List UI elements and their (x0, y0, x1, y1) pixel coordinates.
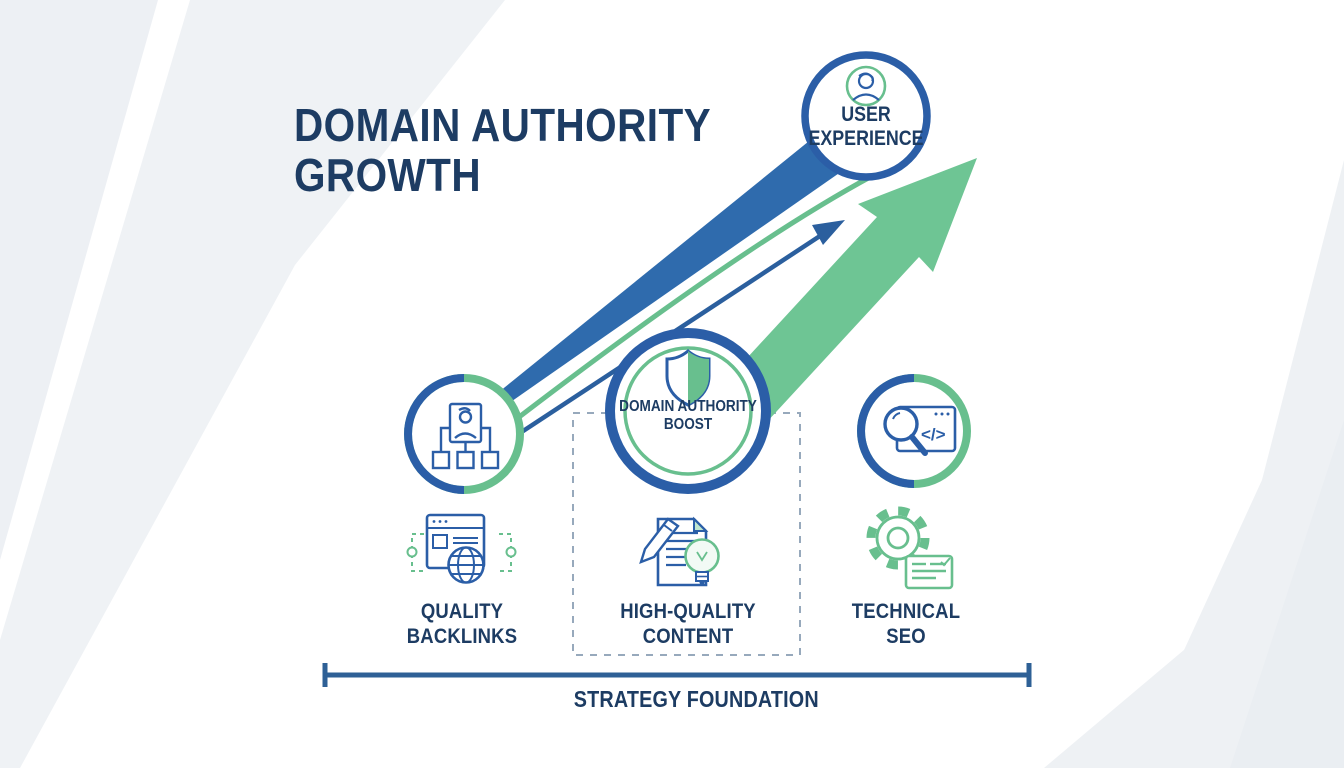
browser-globe-icon (406, 513, 517, 584)
user-experience-circle (801, 51, 931, 181)
green-trend-line (508, 173, 874, 426)
backlinks-hub-circle (404, 374, 524, 494)
pillar-label-high-quality-content: HIGH-QUALITY CONTENT (620, 599, 756, 648)
user-experience-label: USER EXPERIENCE (808, 103, 924, 150)
user-icon (845, 65, 887, 107)
pillar-label-technical-seo: TECHNICAL SEO (851, 599, 961, 648)
blue-wedge-arrow (494, 133, 845, 408)
blue-trend-arrow-head (812, 220, 845, 245)
document-pencil-bulb-icon (639, 516, 720, 587)
svg-text:</>: </> (921, 425, 946, 444)
page-title: DOMAIN AUTHORITY GROWTH (294, 100, 711, 200)
foundation-bracket (322, 663, 1032, 687)
title-line-2: GROWTH (294, 149, 482, 202)
shield-icon (665, 349, 711, 407)
technical-hub-circle: </> (857, 374, 971, 488)
gear-card-icon (866, 506, 954, 590)
foundation-label: STRATEGY FOUNDATION (573, 686, 819, 712)
boost-circle (605, 328, 771, 494)
search-code-icon: </> (883, 405, 957, 456)
boost-label: DOMAIN AUTHORITY BOOST (619, 398, 757, 433)
title-line-1: DOMAIN AUTHORITY (294, 99, 712, 151)
sitemap-icon (431, 402, 500, 470)
pillar-label-quality-backlinks: QUALITY BACKLINKS (406, 599, 518, 648)
